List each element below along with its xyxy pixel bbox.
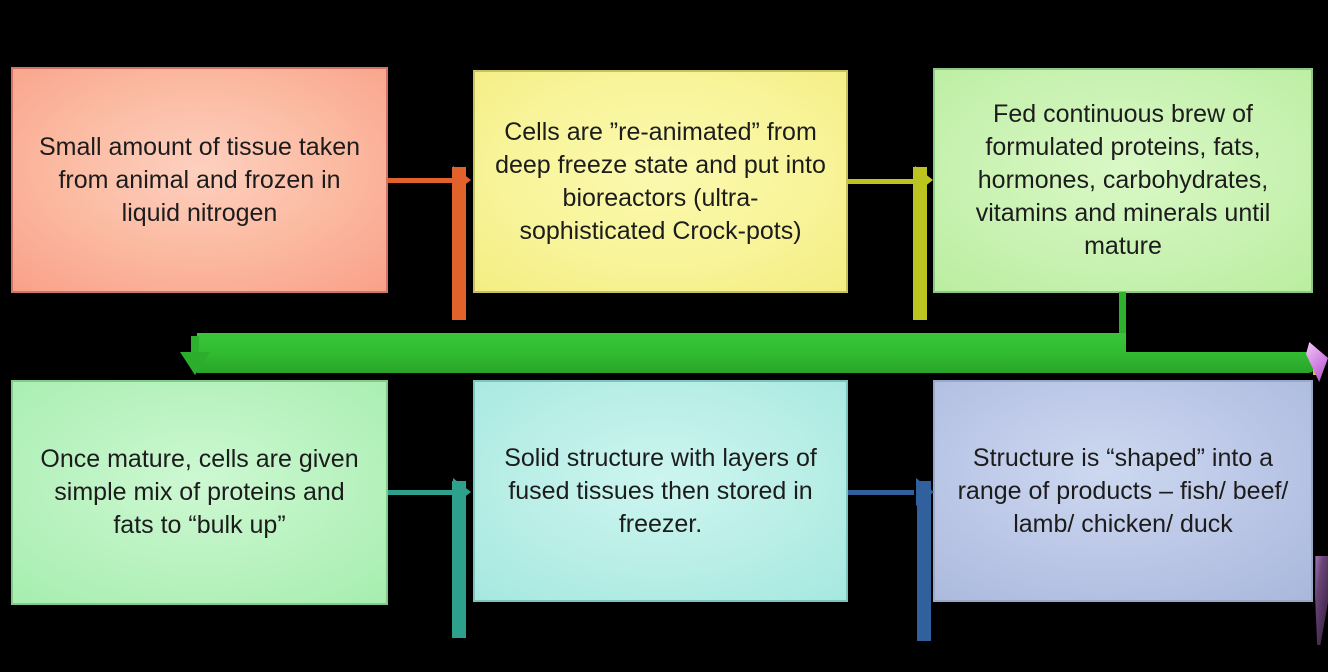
arrow-2-to-3-bar <box>913 167 927 320</box>
arrow-2-to-3-arrowhead-icon <box>915 166 933 194</box>
arrow-5-to-6-bar <box>917 481 931 641</box>
arrow-3-to-4-arrowhead-icon <box>180 352 210 375</box>
arrow-3-to-4-stub <box>191 336 199 354</box>
arrow-1-to-2-line <box>388 178 454 183</box>
arrow-1-to-2-bar <box>452 167 466 320</box>
arrow-3-to-4-band-tail <box>1126 352 1316 373</box>
arrow-4-to-5-bar <box>452 481 466 638</box>
flow-box-step-3-text: Fed continuous brew of formulated protei… <box>975 100 1271 260</box>
arrow-5-to-6-arrowhead-icon <box>916 478 934 506</box>
flow-box-step-4-text: Once mature, cells are given simple mix … <box>40 445 359 539</box>
arrow-5-to-6-line <box>848 490 914 495</box>
arrow-2-to-3-line <box>848 179 914 184</box>
arrow-4-to-5-arrowhead-icon <box>453 478 471 506</box>
flow-box-step-2-text: Cells are ”re-animated” from deep freeze… <box>495 117 826 245</box>
flow-box-step-6-text: Structure is “shaped” into a range of pr… <box>957 443 1289 538</box>
flow-box-step-2: Cells are ”re-animated” from deep freeze… <box>473 70 848 293</box>
flow-box-step-3: Fed continuous brew of formulated protei… <box>933 68 1313 293</box>
arrow-1-to-2-arrowhead-icon <box>453 166 471 194</box>
flow-box-step-5: Solid structure with layers of fused tis… <box>473 380 848 602</box>
flow-box-step-5-text: Solid structure with layers of fused tis… <box>504 443 817 538</box>
arrow-4-to-5-line <box>388 490 454 495</box>
flow-box-step-1: Small amount of tissue taken from animal… <box>11 67 388 293</box>
arrow-3-to-4-stem <box>1119 292 1126 353</box>
flow-box-step-4: Once mature, cells are given simple mix … <box>11 380 388 605</box>
flow-box-step-6: Structure is “shaped” into a range of pr… <box>933 380 1313 602</box>
flow-box-step-1-text: Small amount of tissue taken from animal… <box>39 132 360 227</box>
arrow-3-to-4-band <box>197 333 1126 373</box>
